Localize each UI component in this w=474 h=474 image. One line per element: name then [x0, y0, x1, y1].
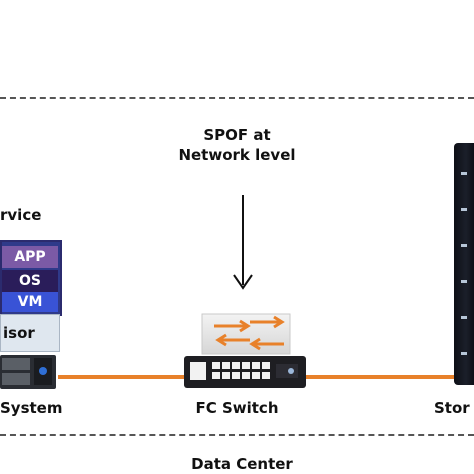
vm-stack: APP OS VM [0, 240, 62, 316]
spof-arrow-icon [233, 195, 253, 290]
storage-led [461, 172, 467, 175]
spof-title-line2: Network level [178, 146, 296, 164]
fc-switch-icon [184, 313, 306, 388]
datacenter-boundary-bottom [0, 434, 474, 436]
hypervisor-label: isor [3, 324, 35, 342]
datacenter-label: Data Center [191, 455, 293, 473]
cable-switch-storage [304, 375, 454, 379]
server-icon [0, 355, 56, 389]
host-label: System [0, 399, 63, 417]
spof-title-line1: SPOF at [203, 126, 271, 144]
storage-led [461, 244, 467, 247]
datacenter-boundary-top [0, 97, 474, 99]
vm-layer: VM [2, 292, 58, 312]
storage-led [461, 208, 467, 211]
os-layer: OS [2, 270, 58, 292]
storage-array [454, 143, 474, 385]
storage-led [461, 280, 467, 283]
hypervisor-layer: isor [0, 314, 60, 352]
storage-label: Stor [434, 399, 470, 417]
service-label: rvice [0, 206, 42, 224]
switch-label: FC Switch [195, 399, 279, 417]
app-layer: APP [2, 246, 58, 268]
cable-host-switch [58, 375, 186, 379]
storage-led [461, 316, 467, 319]
storage-led [461, 352, 467, 355]
